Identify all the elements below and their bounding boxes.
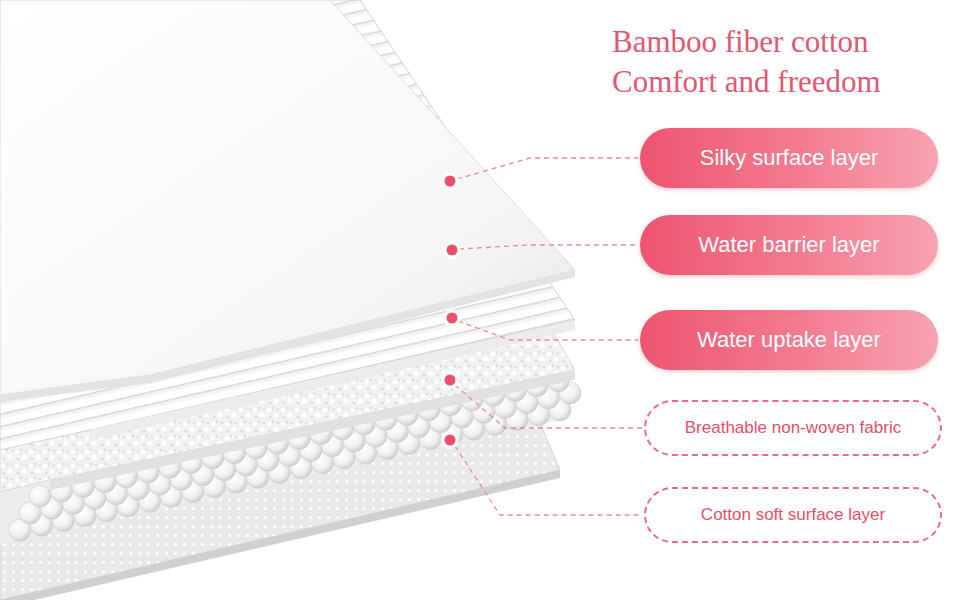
leader-line <box>458 321 638 340</box>
leader-line <box>459 245 638 249</box>
label-pill: Water barrier layer <box>640 215 938 275</box>
layer-label: Breathable non-woven fabric <box>685 418 901 438</box>
leader-line <box>455 446 642 515</box>
label-pill: Water uptake layer <box>640 310 938 370</box>
title: Bamboo fiber cotton Comfort and freedom <box>612 22 952 102</box>
layer-label: Cotton soft surface layer <box>701 505 885 525</box>
marker-dot <box>445 375 456 386</box>
marker-dot <box>447 245 458 256</box>
layer-label: Water uptake layer <box>697 327 881 353</box>
label-pill: Cotton soft surface layer <box>644 487 942 543</box>
leader-line <box>455 385 642 428</box>
label-pill: Silky surface layer <box>640 128 938 188</box>
leader-line <box>457 158 638 179</box>
layer-label: Water barrier layer <box>698 232 879 258</box>
label-pill: Breathable non-woven fabric <box>644 400 942 456</box>
marker-dot <box>447 313 458 324</box>
layer-label: Silky surface layer <box>700 145 879 171</box>
marker-dot <box>445 435 456 446</box>
marker-dot <box>445 176 456 187</box>
